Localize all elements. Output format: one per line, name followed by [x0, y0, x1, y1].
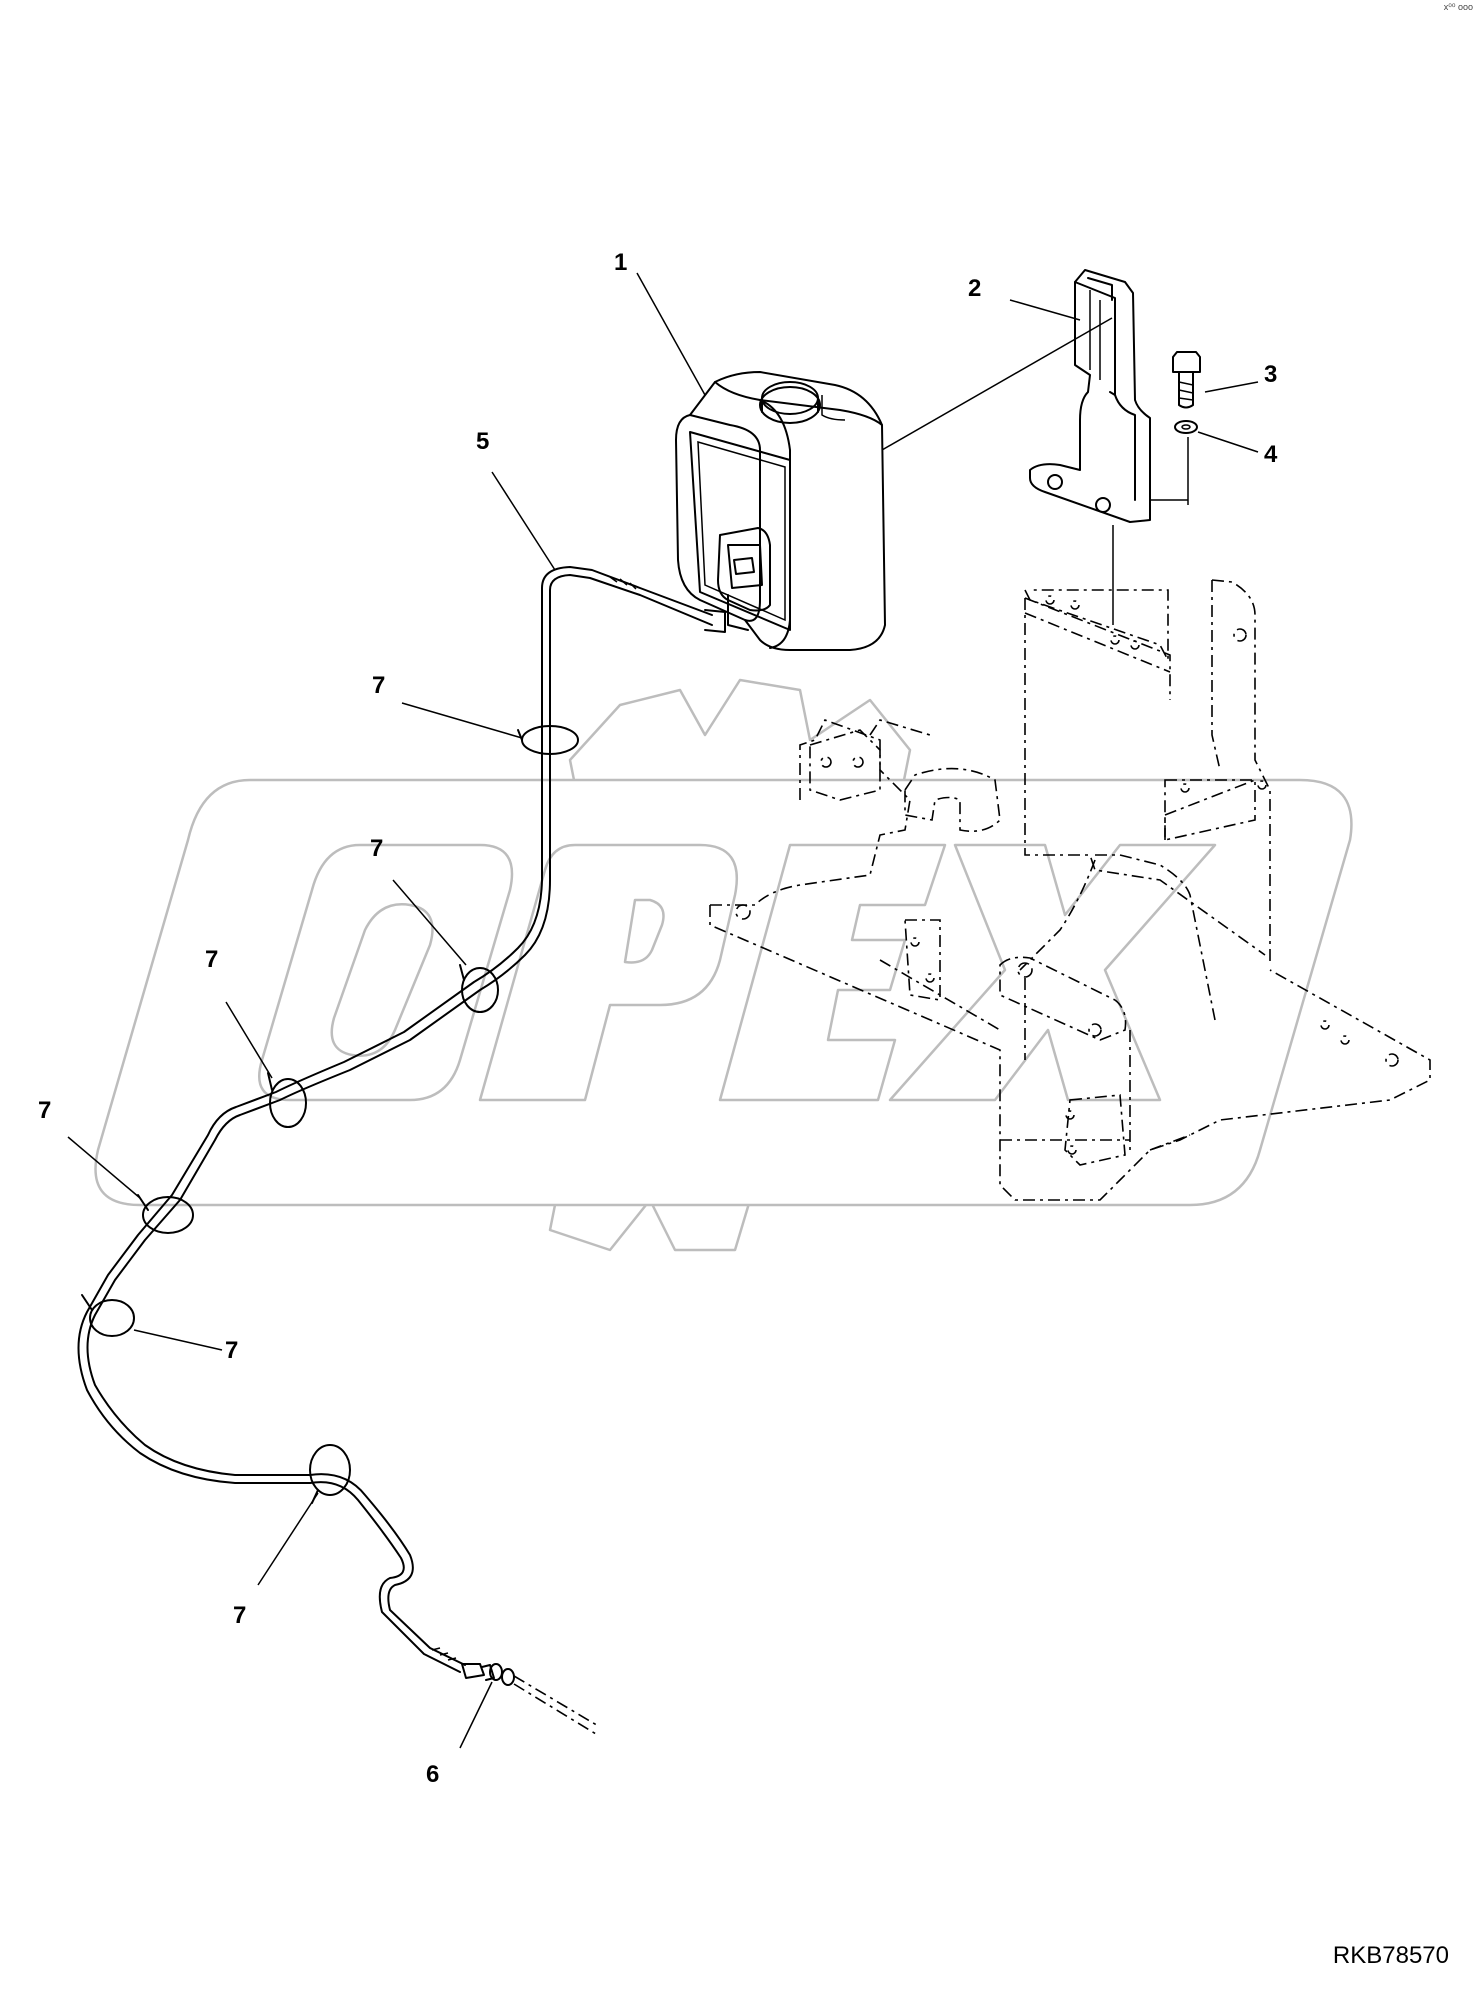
vertical-plate	[1024, 598, 1266, 956]
base-plate	[710, 719, 911, 906]
watermark-logo	[94, 678, 1353, 1252]
callout-labels: 1 2 3 4 5 6 7 7 7 7 7 7	[38, 249, 1278, 1788]
callout-7b: 7	[370, 835, 383, 862]
callout-7e: 7	[225, 1337, 238, 1364]
watermark-letter-e	[718, 843, 947, 1102]
callout-3: 3	[1264, 361, 1277, 388]
callout-5: 5	[476, 428, 489, 455]
callout-7a: 7	[372, 672, 385, 699]
frame-assembly	[709, 579, 1431, 1201]
bolt	[1172, 351, 1201, 409]
callout-6: 6	[426, 1761, 439, 1788]
callout-2: 2	[968, 275, 981, 302]
hose-clip-5	[81, 1294, 135, 1337]
callout-4: 4	[1264, 441, 1278, 468]
callout-7c: 7	[205, 946, 218, 973]
hose-clip-3	[267, 1072, 307, 1128]
callout-7f: 7	[233, 1602, 246, 1629]
washer-tank	[675, 371, 886, 651]
washer	[1174, 420, 1198, 434]
leader-lines	[67, 272, 1259, 1749]
hose-clip-1	[517, 725, 579, 755]
callout-1: 1	[614, 249, 627, 276]
drawing-code: RKB78570	[1332, 1942, 1449, 1969]
hose-clip-2	[459, 964, 499, 1013]
corner-mark: x⁰⁰ ooo	[1443, 2, 1473, 12]
hose-connector	[461, 1663, 601, 1735]
callout-7d: 7	[38, 1097, 51, 1124]
tank-bracket	[1029, 269, 1151, 523]
watermark-letter-x	[888, 843, 1217, 1102]
tank-leader	[881, 317, 1113, 451]
watermark-letter-o	[257, 843, 514, 1102]
